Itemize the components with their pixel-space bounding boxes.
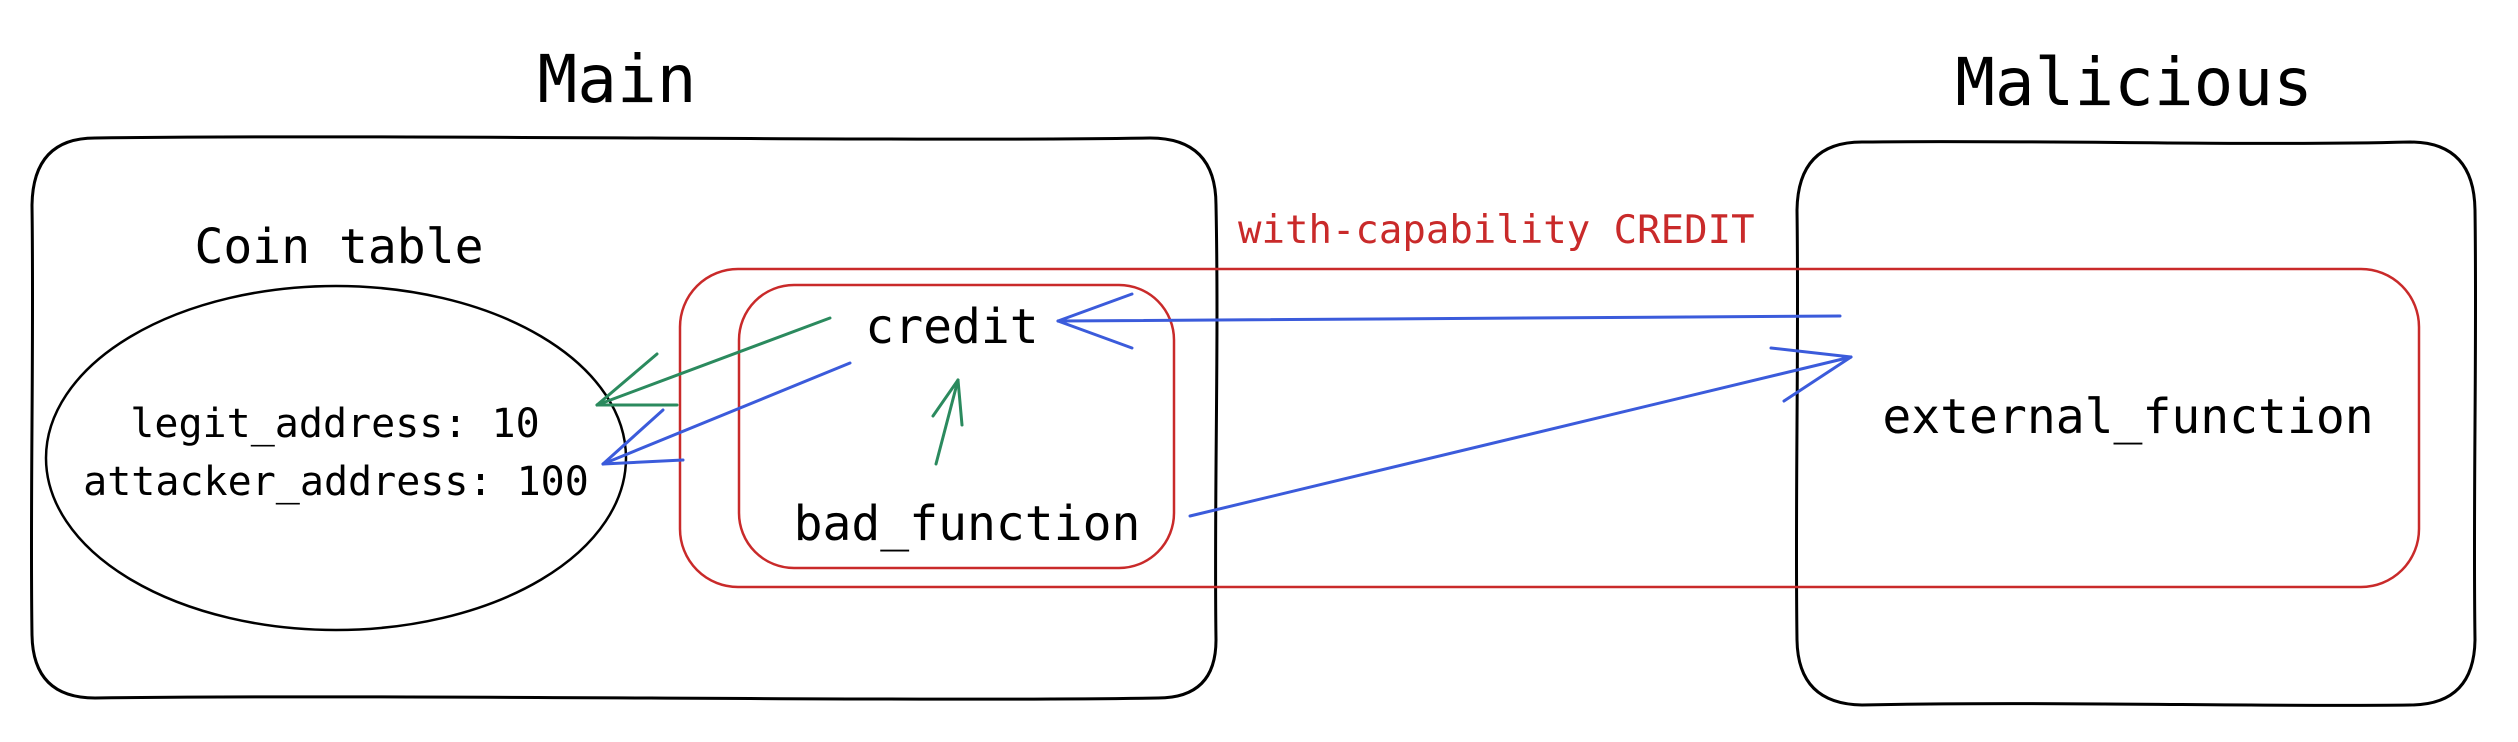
main-module-title: Main — [538, 41, 697, 118]
arrowhead-line — [1769, 346, 1853, 359]
bad-function-label: bad_function — [794, 496, 1141, 552]
capability-label: with-capability CREDIT — [1238, 208, 1755, 253]
arrow-shaft — [601, 361, 852, 466]
arrow-credit-to-attacker — [601, 361, 852, 466]
arrowhead-line — [956, 378, 964, 427]
arrowhead-line — [1056, 319, 1134, 350]
credit-function-label: credit — [865, 299, 1038, 355]
coin-row-legit: legit_address: 10 — [130, 401, 539, 447]
arrow-bad-function-to-credit — [931, 378, 964, 466]
arrow-shaft — [1056, 314, 1842, 323]
main-module-box — [29, 135, 1219, 701]
arrow-shaft — [934, 378, 960, 466]
arrow-shaft — [1188, 355, 1853, 518]
arrowhead-line — [1056, 292, 1134, 323]
coin-row-attacker: attacker_address: 100 — [83, 459, 589, 505]
arrow-external-to-credit — [1056, 292, 1842, 350]
coin-table-title: Coin table — [195, 219, 484, 275]
arrowhead-line — [1782, 355, 1853, 403]
arrowhead-line — [601, 408, 665, 466]
arrowhead-line — [601, 458, 685, 466]
malicious-module-title: Malicious — [1955, 44, 2313, 121]
malicious-module-box — [1794, 140, 2478, 707]
arrowhead-line — [595, 352, 659, 407]
arrowhead-line — [931, 378, 960, 418]
arrow-bad-function-to-external — [1188, 346, 1853, 518]
coin-table-ellipse — [44, 284, 628, 632]
arrow-shaft — [595, 316, 832, 407]
external-function-label: external_function — [1882, 389, 2373, 445]
arrow-credit-to-legit — [595, 316, 832, 407]
capability-scope-box — [678, 267, 2421, 589]
function-group-box — [737, 283, 1176, 570]
